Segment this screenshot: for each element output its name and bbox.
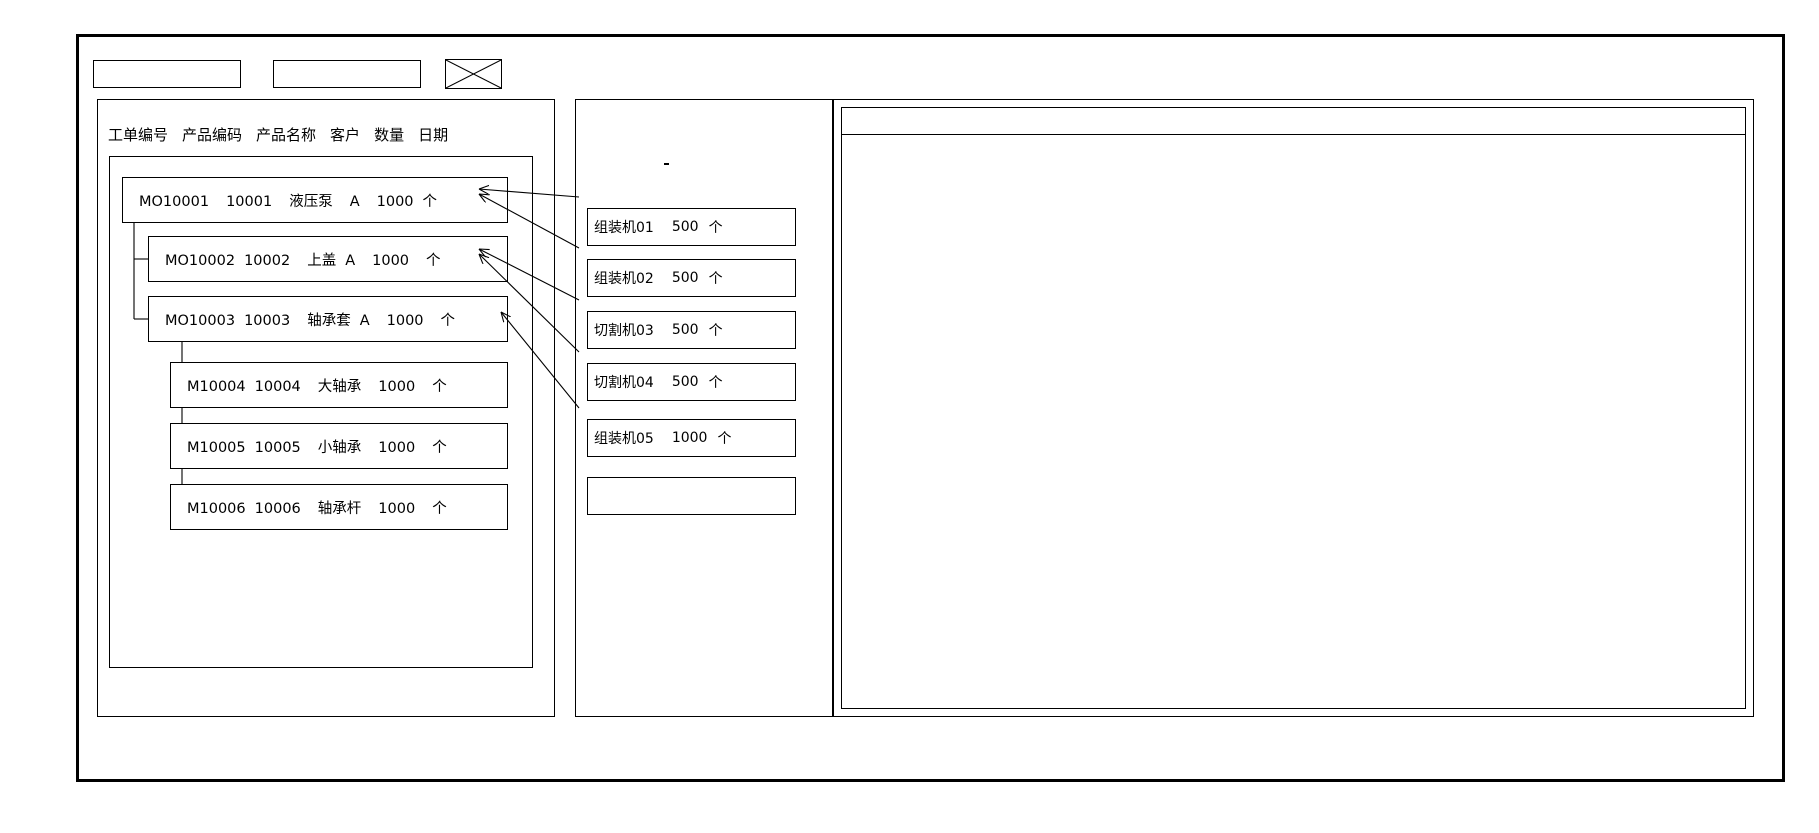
row-customer: A — [345, 252, 356, 269]
row-order-no: M10006 — [187, 500, 246, 517]
row-product-name: 液压泵 — [289, 193, 333, 210]
detail-panel — [833, 99, 1754, 717]
row-unit: 个 — [426, 252, 441, 269]
machine-name: 组装机05 — [594, 431, 654, 447]
row-product-code: 10001 — [226, 193, 273, 210]
machine-qty: 500 — [671, 322, 699, 338]
machine-unit: 个 — [717, 431, 732, 447]
row-unit: 个 — [432, 378, 447, 395]
list-item-empty[interactable] — [587, 477, 796, 515]
column-header-product-code: 产品编码 — [182, 126, 243, 144]
row-order-no: M10004 — [187, 378, 246, 395]
toolbar-field-1[interactable] — [93, 60, 241, 88]
table-row[interactable]: MO10003 10003 轴承套 A 1000 个 — [148, 296, 508, 342]
machine-unit: 个 — [708, 220, 723, 236]
column-header-order-no: 工单编号 — [108, 126, 169, 144]
column-header-customer: 客户 — [330, 126, 361, 144]
row-product-name: 小轴承 — [317, 439, 362, 456]
row-customer: A — [359, 312, 370, 329]
row-qty: 1000 — [372, 252, 410, 269]
table-row[interactable]: MO10001 10001 液压泵 A 1000 个 — [122, 177, 508, 223]
row-product-code: 10006 — [254, 500, 301, 517]
row-qty: 1000 — [378, 439, 416, 456]
row-qty: 1000 — [378, 500, 416, 517]
row-unit: 个 — [440, 312, 456, 329]
list-item[interactable]: 切割机03 500 个 — [587, 311, 796, 349]
column-header-date: 日期 — [418, 126, 449, 144]
work-order-tree-container: MO10001 10001 液压泵 A 1000 个 MO10002 10002 — [109, 156, 533, 668]
table-row[interactable]: MO10002 10002 上盖 A 1000 个 — [148, 236, 508, 282]
app-window: 工单编号 产品编码 产品名称 客户 数量 日期 — [76, 34, 1785, 782]
row-product-code: 10005 — [254, 439, 301, 456]
row-product-name: 轴承杆 — [317, 500, 362, 517]
row-product-name: 上盖 — [307, 252, 337, 269]
column-header-qty: 数量 — [374, 126, 405, 144]
panel-marker-dot — [664, 163, 669, 165]
row-product-name: 大轴承 — [317, 378, 362, 395]
row-unit: 个 — [422, 193, 438, 210]
row-order-no: M10005 — [187, 439, 246, 456]
machine-unit: 个 — [708, 323, 723, 339]
machine-qty: 500 — [671, 374, 699, 390]
row-order-no: MO10002 — [165, 252, 236, 269]
machine-qty: 500 — [671, 270, 699, 286]
tree-connector-lines — [133, 223, 183, 508]
column-header-product-name: 产品名称 — [256, 126, 317, 144]
list-item[interactable]: 切割机04 500 个 — [587, 363, 796, 401]
machine-name: 切割机04 — [594, 375, 654, 391]
row-unit: 个 — [432, 439, 447, 456]
list-item[interactable]: 组装机05 1000 个 — [587, 419, 796, 457]
row-qty: 1000 — [386, 312, 424, 329]
toolbar-field-2[interactable] — [273, 60, 421, 88]
row-product-code: 10003 — [244, 312, 291, 329]
machine-name: 组装机02 — [594, 271, 654, 287]
crossed-box-icon[interactable] — [445, 59, 502, 89]
table-row[interactable]: M10006 10006 轴承杆 1000 个 — [170, 484, 508, 530]
row-qty: 1000 — [378, 378, 416, 395]
detail-panel-header-rule — [842, 134, 1745, 135]
row-product-name: 轴承套 — [307, 312, 351, 329]
machine-name: 组装机01 — [594, 220, 654, 236]
machine-qty: 1000 — [671, 430, 708, 446]
toolbar — [93, 59, 502, 89]
machine-unit: 个 — [708, 375, 723, 391]
row-unit: 个 — [432, 500, 447, 517]
row-customer: A — [349, 193, 360, 210]
row-order-no: MO10003 — [165, 312, 236, 329]
work-order-list-panel: 工单编号 产品编码 产品名称 客户 数量 日期 — [97, 99, 555, 717]
detail-panel-inner — [841, 107, 1746, 709]
table-row[interactable]: M10005 10005 小轴承 1000 个 — [170, 423, 508, 469]
machine-qty: 500 — [671, 219, 699, 235]
row-product-code: 10004 — [254, 378, 301, 395]
list-item[interactable]: 组装机01 500 个 — [587, 208, 796, 246]
machine-unit: 个 — [708, 271, 723, 287]
column-header-row: 工单编号 产品编码 产品名称 客户 数量 日期 — [108, 124, 448, 145]
machine-name: 切割机03 — [594, 323, 654, 339]
row-product-code: 10002 — [244, 252, 291, 269]
table-row[interactable]: M10004 10004 大轴承 1000 个 — [170, 362, 508, 408]
row-qty: 1000 — [376, 193, 414, 210]
list-item[interactable]: 组装机02 500 个 — [587, 259, 796, 297]
machine-assignment-panel: 组装机01 500 个 组装机02 500 个 切割机03 500 个 切割机0… — [575, 99, 833, 717]
row-order-no: MO10001 — [139, 193, 210, 210]
work-order-tree: MO10001 10001 液压泵 A 1000 个 MO10002 10002 — [110, 157, 532, 667]
